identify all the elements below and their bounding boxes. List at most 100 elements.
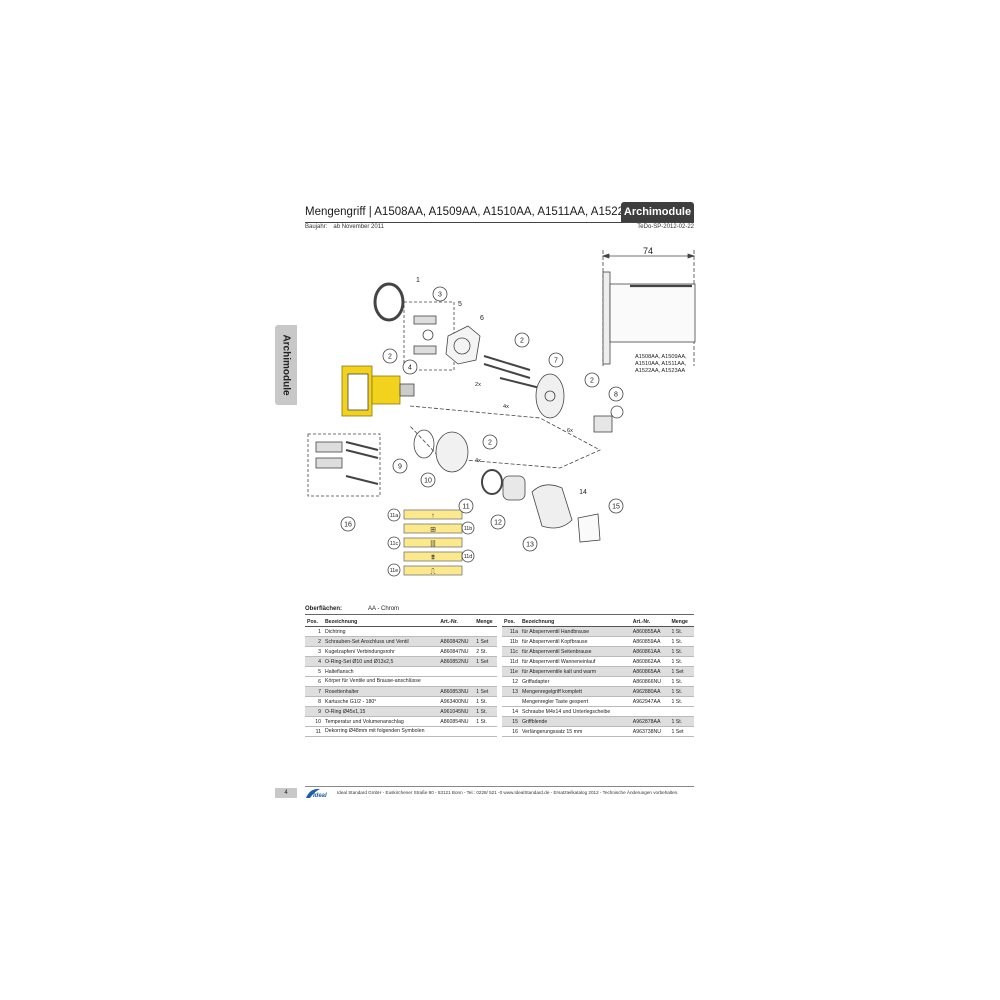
callout-4: 4	[408, 365, 412, 372]
col-art: Art.-Nr.	[630, 617, 670, 627]
cell-pos: 11c	[502, 646, 520, 657]
dimension-label: 74	[643, 246, 653, 256]
cell-name: für Absperrventil Handbrause	[520, 626, 631, 637]
col-pos: Pos.	[305, 617, 323, 627]
cell-art	[438, 726, 475, 737]
cell-art	[438, 676, 475, 687]
cell-pos: 12	[502, 676, 520, 687]
cell-art: A860853NU	[438, 686, 475, 697]
cell-art: A860862AA	[630, 656, 670, 667]
model-line-3: A1522AA, A1523AA	[635, 368, 685, 374]
cell-art: A860842NU	[438, 636, 475, 647]
callout-2c: 2	[590, 378, 594, 385]
cell-name: Griffblende	[520, 716, 631, 727]
surfaces-info: Oberflächen: AA - Chrom	[305, 606, 399, 612]
cell-name: für Absperrventil Kopfbrause	[520, 636, 631, 647]
cell-pos: 11	[305, 726, 323, 737]
cell-art: A860861AA	[630, 646, 670, 657]
callout-2a: 2	[388, 354, 392, 361]
cell-qty: 1 Set	[669, 726, 694, 737]
cell-qty	[474, 676, 497, 687]
col-pos: Pos.	[502, 617, 520, 627]
cell-art: A962947AA	[630, 696, 670, 707]
cell-art	[438, 626, 475, 637]
cell-pos: 9	[305, 706, 323, 717]
callout-5: 5	[458, 301, 462, 308]
cell-name: Rosettenhalter	[323, 686, 439, 697]
footer-divider	[305, 786, 694, 787]
cell-pos: 15	[502, 716, 520, 727]
build-year-value: ab November 2011	[333, 224, 384, 230]
cell-pos: 2	[305, 636, 323, 647]
footer-text: Ideal Standard GmbH - Euskirchener Straß…	[337, 790, 679, 795]
page-number: 4	[275, 788, 297, 798]
page-title: Mengengriff | A1508AA, A1509AA, A1510AA,…	[305, 206, 694, 218]
qty-2x: 2x	[475, 382, 481, 388]
cell-pos: 16	[502, 726, 520, 737]
cell-name: Griffadapter	[520, 676, 631, 687]
callout-10: 10	[424, 478, 432, 485]
cell-pos: 8	[305, 696, 323, 707]
surfaces-label: Oberflächen:	[305, 606, 343, 612]
surfaces-divider	[305, 614, 694, 615]
cell-art: A962878AA	[630, 716, 670, 727]
cell-name: Dichtring	[323, 626, 439, 637]
cell-art: A860865AA	[630, 666, 670, 677]
cell-art: A963738NU	[630, 726, 670, 737]
ideal-standard-logo: Ideal	[306, 788, 327, 799]
cell-name: für Absperrventil Seitenbrause	[520, 646, 631, 657]
side-tab-label: Archimodule	[280, 334, 292, 396]
cell-name: Mengenregelgriff komplett	[520, 686, 631, 697]
cell-qty: 1 St.	[669, 636, 694, 647]
exploded-view-diagram: 74 A1508AA, A1509AA, A1510AA, A1511AA, A…	[307, 246, 696, 577]
callout-11: 11	[462, 504, 469, 511]
cell-qty: 1 St.	[669, 696, 694, 707]
callout-14: 14	[579, 489, 587, 496]
cell-name: Mengenregler Taste gesperrt	[520, 696, 631, 707]
callout-3: 3	[438, 292, 442, 299]
cell-qty: 1 St.	[669, 676, 694, 687]
kit-label-11e: 11e	[390, 568, 399, 574]
cell-pos: 14	[502, 706, 520, 717]
cell-name: für Absperrventil Wanneneinlauf	[520, 656, 631, 667]
cell-pos: 5	[305, 666, 323, 677]
cell-pos: 4	[305, 656, 323, 667]
cell-qty: 1 Set	[474, 656, 497, 667]
build-year: Baujahr: ab November 2011	[305, 224, 390, 230]
document-reference: TeDo-SP-2012-02-22	[637, 224, 694, 230]
model-line-2: A1510AA, A1511AA,	[635, 361, 687, 367]
callout-9: 9	[398, 464, 402, 471]
qty-4x-b: 4x	[475, 458, 481, 464]
cell-qty: 1 St.	[669, 716, 694, 727]
cell-art: A860855AA	[630, 626, 670, 637]
callout-12: 12	[494, 520, 502, 527]
cell-name: O-Ring-Set Ø10 und Ø13x2,5	[323, 656, 439, 667]
cell-qty: 1 Set	[669, 666, 694, 677]
surfaces-value: AA - Chrom	[368, 606, 400, 612]
kit-symbol-11a: ↑	[431, 513, 435, 520]
cell-name: Temperatur und Volumenanschlag	[323, 716, 439, 727]
cell-name: Körper für Ventile und Brause-anschlüsse	[323, 676, 439, 687]
callout-13: 13	[526, 542, 534, 549]
cell-name: Kugelzapfen/ Verbindungsrohr	[323, 646, 439, 657]
qty-6x: 6x	[567, 428, 573, 434]
cell-qty: 1 Set	[474, 636, 497, 647]
cell-pos: 6	[305, 676, 323, 687]
build-year-label: Baujahr:	[305, 224, 328, 230]
dimension-drawing	[601, 250, 696, 366]
cell-art: A860852NU	[438, 656, 475, 667]
